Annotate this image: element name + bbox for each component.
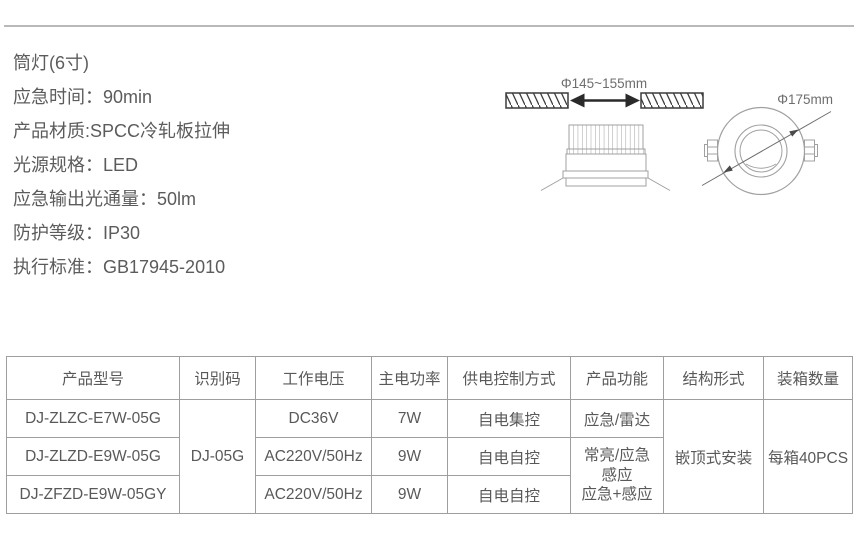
col-header-id-code: 识别码 [179, 356, 256, 400]
top-divider [4, 25, 854, 27]
cell-packing-merged: 每箱40PCS [763, 399, 853, 514]
cell-voltage-2: AC220V/50Hz [255, 437, 372, 476]
spec-line-lumen-output: 应急输出光通量：50lm [13, 189, 197, 209]
double-arrow-icon [570, 93, 640, 108]
col-header-control: 供电控制方式 [447, 356, 571, 400]
ceiling-hatch-right [640, 92, 704, 109]
function-line: 应急+感应 [581, 486, 653, 504]
spec-list: 筒灯(6寸) 应急时间：90min 产品材质:SPCC冷轧板拉伸 光源规格：LE… [13, 46, 230, 284]
cell-model-1: DJ-ZLZC-E7W-05G [6, 399, 180, 438]
cell-structure-merged: 嵌顶式安装 [663, 399, 764, 514]
cell-id-code-merged: DJ-05G [179, 399, 256, 514]
col-header-power: 主电功率 [371, 356, 448, 400]
cutout-dimension-drawing: Φ145~155mm [505, 76, 704, 109]
cell-power-3: 9W [371, 475, 448, 514]
cell-model-3: DJ-ZFZD-E9W-05GY [6, 475, 180, 514]
cell-function-merged: 常亮/应急 感应 应急+感应 [570, 437, 664, 514]
product-model-table: 产品型号 识别码 工作电压 主电功率 供电控制方式 产品功能 结构形式 装箱数量… [6, 356, 853, 514]
col-header-model: 产品型号 [6, 356, 180, 400]
cell-voltage-1: DC36V [255, 399, 372, 438]
downlight-side-view [540, 124, 671, 191]
technical-drawings: Φ145~155mm [505, 76, 833, 196]
cell-power-2: 9W [371, 437, 448, 476]
table-row: DJ-ZLZC-E7W-05G DJ-05G DC36V 7W 自电集控 应急/… [6, 399, 853, 514]
spring-clip-right [804, 139, 818, 162]
spec-line-light-source: 光源规格：LED [13, 155, 139, 175]
table-header-row: 产品型号 识别码 工作电压 主电功率 供电控制方式 产品功能 结构形式 装箱数量 [6, 356, 853, 400]
downlight-front-view: Φ175mm [701, 92, 833, 196]
cell-voltage-3: AC220V/50Hz [255, 475, 372, 514]
table-row: DJ-ZFZD-E9W-05GY AC220V/50Hz 9W 自电自控 [6, 475, 853, 514]
spec-line-emergency-time: 应急时间：90min [13, 87, 153, 107]
cell-control-2: 自电自控 [447, 437, 571, 476]
col-header-packing: 装箱数量 [763, 356, 853, 400]
table-row: DJ-ZLZD-E9W-05G AC220V/50Hz 9W 自电自控 常亮/应… [6, 437, 853, 514]
function-line: 常亮/应急 [583, 447, 651, 465]
product-title: 筒灯(6寸) [13, 53, 89, 73]
cell-model-2: DJ-ZLZD-E9W-05G [6, 437, 180, 476]
spec-line-ip-rating: 防护等级：IP30 [13, 223, 141, 243]
diameter-dimension-line [701, 111, 832, 186]
diameter-dim-label: Φ175mm [777, 92, 833, 107]
cell-control-1: 自电集控 [447, 399, 571, 438]
spring-clip-left [704, 139, 718, 162]
col-header-voltage: 工作电压 [255, 356, 372, 400]
cell-power-1: 7W [371, 399, 448, 438]
spec-line-standard: 执行标准：GB17945-2010 [13, 257, 226, 277]
col-header-structure: 结构形式 [663, 356, 764, 400]
cell-control-3: 自电自控 [447, 475, 571, 514]
cell-function-1: 应急/雷达 [570, 399, 664, 438]
cutout-dim-label: Φ145~155mm [561, 76, 647, 91]
spec-line-material: 产品材质:SPCC冷轧板拉伸 [13, 121, 231, 141]
ceiling-hatch-left [505, 92, 569, 109]
col-header-function: 产品功能 [570, 356, 664, 400]
function-line: 感应 [601, 466, 633, 484]
